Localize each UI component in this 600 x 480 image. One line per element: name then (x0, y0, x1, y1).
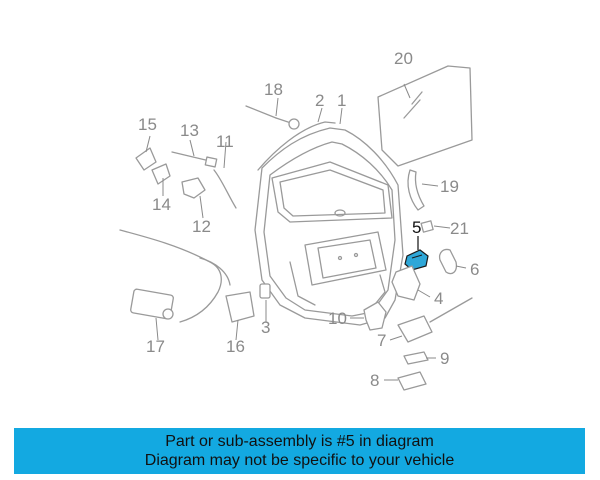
bracket (363, 301, 387, 331)
callout-19: 19 (440, 177, 459, 196)
release-cable (213, 169, 237, 209)
bracket-14 (151, 163, 171, 185)
callout-10: 10 (328, 309, 347, 328)
clip (420, 220, 434, 233)
hinge-15 (135, 147, 157, 171)
banner-line-1: Part or sub-assembly is #5 in diagram (165, 433, 434, 450)
callout-3: 3 (261, 318, 270, 337)
liftgate-panel (254, 127, 404, 326)
callout-11: 11 (216, 132, 234, 151)
callout-17: 17 (146, 337, 165, 356)
callout-7: 7 (377, 331, 386, 350)
callout-labels: 1 2 3 4 5 6 7 8 9 10 11 12 13 14 15 16 1… (138, 49, 479, 390)
bumper-pad (259, 283, 271, 299)
callout-2: 2 (315, 91, 324, 110)
latch-assembly (397, 297, 473, 343)
bracket-12 (181, 177, 206, 199)
callout-9: 9 (440, 349, 449, 368)
callout-21: 21 (450, 219, 469, 238)
striker-9 (403, 351, 429, 365)
callout-12: 12 (192, 217, 211, 236)
leader-lines (145, 83, 467, 381)
callout-20: 20 (394, 49, 413, 68)
callout-13: 13 (180, 121, 199, 140)
callout-1: 1 (337, 91, 346, 110)
callout-8: 8 (370, 371, 379, 390)
motor-assembly (119, 229, 231, 323)
callout-4: 4 (434, 289, 443, 308)
support-rod (171, 151, 218, 168)
callout-16: 16 (226, 337, 245, 356)
spoiler-trim (407, 169, 425, 211)
callout-5: 5 (412, 218, 421, 237)
callout-6: 6 (470, 260, 479, 279)
callout-18: 18 (264, 80, 283, 99)
parts-diagram: 1 2 3 4 5 6 7 8 9 10 11 12 13 14 15 16 1… (119, 49, 479, 391)
hinge (391, 265, 421, 301)
liftgate-glass (377, 65, 473, 167)
weatherstrip (257, 121, 336, 171)
actuator (225, 291, 255, 323)
banner-line-2: Diagram may not be specific to your vehi… (144, 452, 455, 469)
gas-strut (245, 105, 300, 130)
callout-14: 14 (152, 195, 171, 214)
callout-15: 15 (138, 115, 157, 134)
outer-handle (438, 248, 458, 275)
highlighted-part-5 (404, 249, 429, 271)
striker-8 (397, 371, 427, 391)
info-banner: Part or sub-assembly is #5 in diagram Di… (14, 428, 585, 474)
